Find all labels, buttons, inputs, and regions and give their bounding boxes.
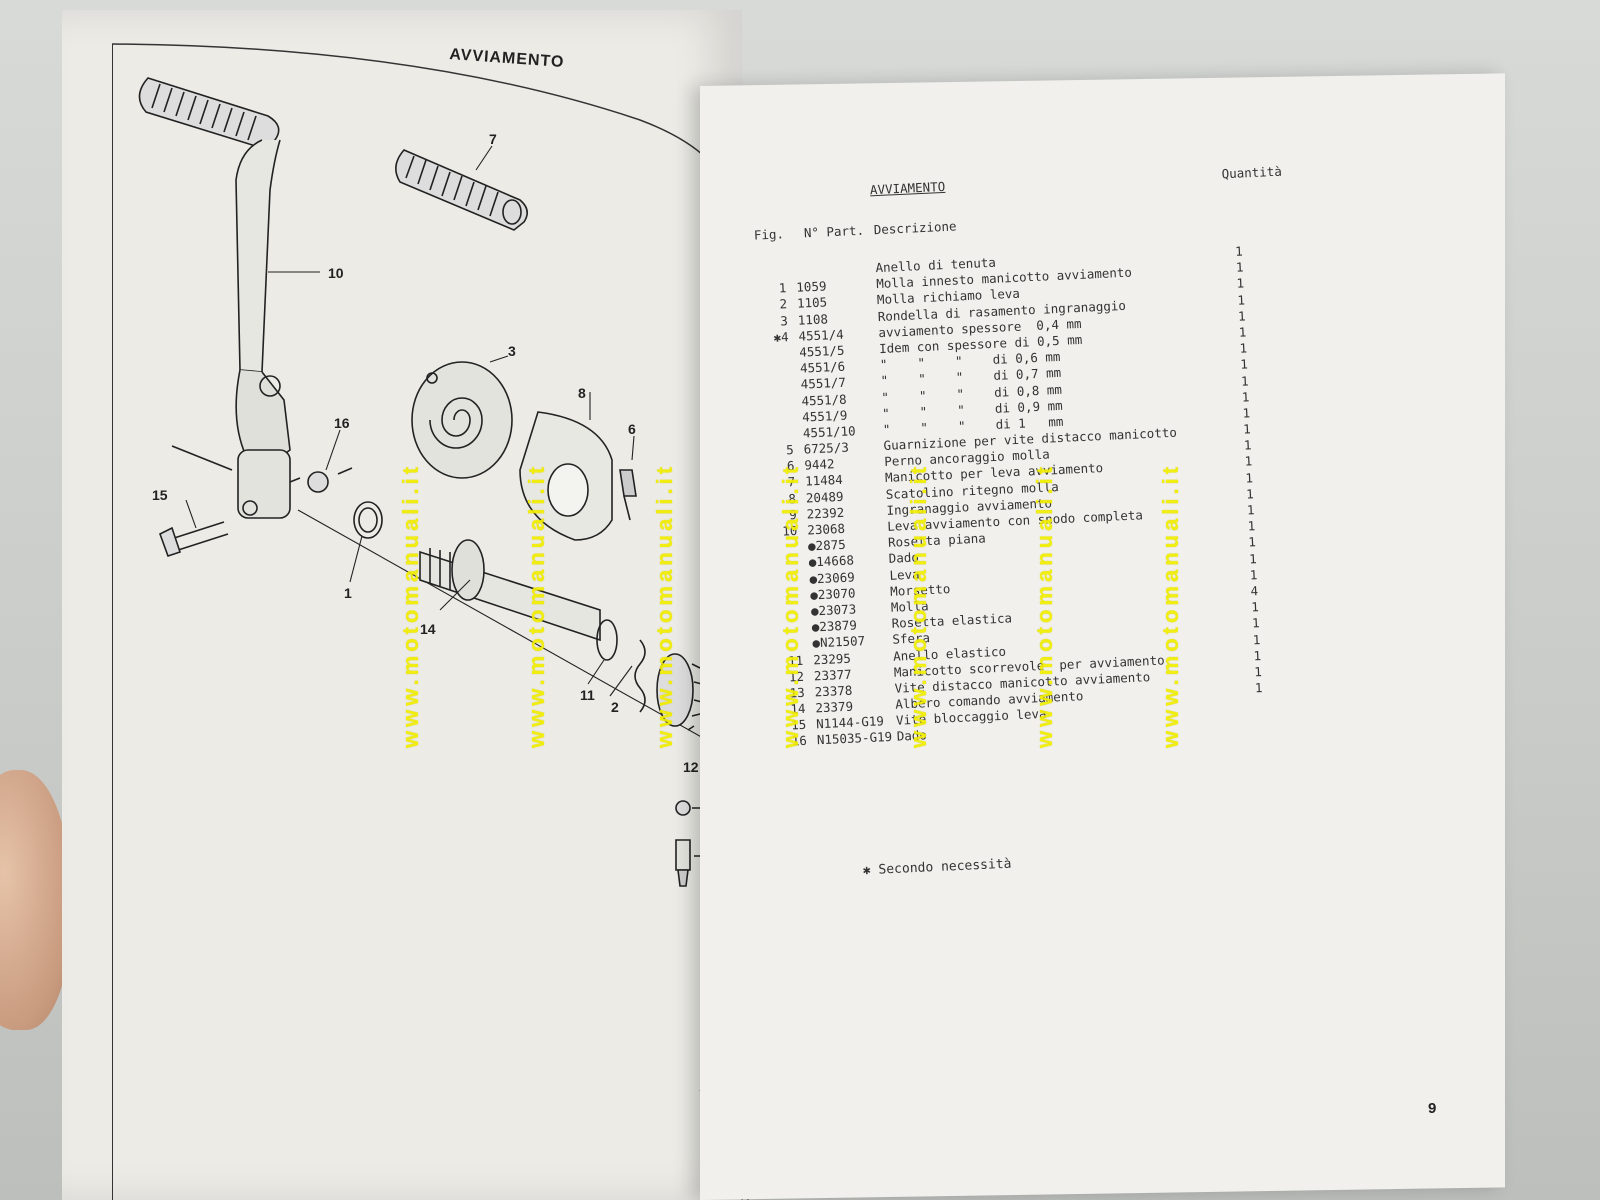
grip-7 (395, 149, 528, 231)
callout-11: 11 (580, 687, 595, 703)
callout-7: 7 (489, 131, 497, 147)
callout-12: 12 (683, 759, 699, 775)
parts-list: AVVIAMENTO Quantità Fig. N° Part. Descri… (700, 114, 1545, 1149)
callout-1: 1 (344, 585, 352, 601)
parts-list-title: AVVIAMENTO (869, 178, 946, 198)
callout-15: 15 (152, 487, 168, 503)
callout-6: 6 (628, 421, 636, 437)
watermark-1: www.motomanuali.it (398, 462, 423, 748)
quantity-header: Quantità (1221, 163, 1283, 182)
left-page (62, 10, 742, 1200)
watermark-6: www.motomanuali.it (1032, 462, 1057, 748)
watermark-5: www.motomanuali.it (906, 462, 931, 748)
col-header-desc: Descrizione (873, 218, 957, 238)
col-header-fig: Fig. (753, 226, 785, 243)
left-page-frame (112, 44, 731, 1200)
callout-2: 2 (611, 699, 619, 715)
page-number: 9 (1428, 1100, 1437, 1117)
watermark-2: www.motomanuali.it (524, 462, 549, 748)
callout-3: 3 (508, 343, 516, 359)
watermark-4: www.motomanuali.it (778, 462, 803, 748)
col-header-part: N° Part. (803, 222, 865, 241)
watermark-7: www.motomanuali.it (1158, 462, 1183, 748)
callout-10: 10 (328, 265, 344, 281)
callout-16: 16 (334, 415, 350, 431)
holding-thumb (0, 770, 70, 1030)
footnote: ✱ Secondo necessità (862, 856, 1012, 879)
callout-14: 14 (420, 621, 436, 637)
lever-grip (138, 77, 280, 149)
watermark-3: www.motomanuali.it (652, 462, 677, 748)
callout-8: 8 (578, 385, 586, 401)
